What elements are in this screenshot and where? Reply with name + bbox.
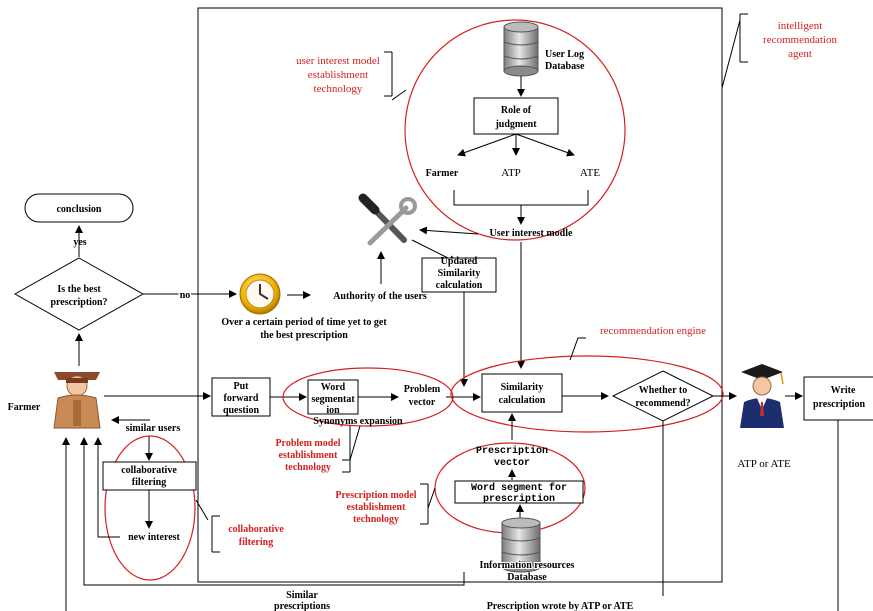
farmer-icon <box>53 372 101 429</box>
yes-label: yes <box>73 237 86 248</box>
presc-model-label-3: technology <box>353 514 399 525</box>
agent-label-1: intelligent <box>778 20 823 32</box>
problem-model-label-1: Problem model <box>275 438 340 449</box>
collab-filtering-ellipse <box>104 435 196 581</box>
roles-bracket <box>453 190 589 206</box>
put-forward-label-3: question <box>223 405 260 416</box>
user-model-label-2: establishment <box>308 69 369 81</box>
problem-model-label-3: technology <box>285 462 331 473</box>
rec-engine-label: recommendation engine <box>600 325 706 337</box>
problem-model-bracket <box>342 425 361 473</box>
user-model-label-1: user interest model <box>296 55 380 67</box>
sim-calc-label-1: Similarity <box>501 382 544 393</box>
decision-diamond <box>13 257 145 331</box>
problem-vector-label-1: Problem <box>404 384 441 395</box>
user-log-db-label-2: Database <box>545 61 585 72</box>
user-model-label-3: technology <box>314 83 363 95</box>
role-label-1: Role of <box>501 105 532 116</box>
clock-icon <box>239 273 281 315</box>
similar-users-label: similar users <box>126 423 181 434</box>
new-interest-label: new interest <box>128 532 180 543</box>
updated-label-2: Similarity <box>438 268 481 279</box>
recommendation-engine-ellipse <box>450 355 724 433</box>
role-atp: ATP <box>501 167 521 179</box>
word-seg-label-2: segmentat <box>311 394 355 405</box>
cf-box-label-1: collaborative <box>121 465 177 476</box>
collab-filtering-box <box>102 461 197 491</box>
role-label-2: judgment <box>494 119 537 130</box>
user-interest-modle: User interest modle <box>490 228 574 239</box>
farmer-label: Farmer <box>8 402 41 413</box>
write-label-1: Write <box>831 385 856 396</box>
problem-vector-label-2: vector <box>409 397 436 408</box>
word-seg-label-1: Word <box>321 382 346 393</box>
no-label: no <box>180 290 191 301</box>
cf-label-2: filtering <box>239 537 273 548</box>
word-seg-presc-label-2: prescription <box>483 493 555 505</box>
presc-wrote-label: Prescription wrote by ATP or ATE <box>487 601 634 611</box>
agent-bracket <box>721 13 748 89</box>
arrow-role-ate <box>515 133 575 157</box>
word-seg-label-3: ion <box>326 405 340 416</box>
agent-label-3: agent <box>788 48 812 60</box>
word-segmentation-box <box>307 379 359 415</box>
presc-model-bracket <box>420 483 436 525</box>
updated-similarity-box <box>421 257 497 293</box>
role-farmer: Farmer <box>426 168 459 179</box>
whether-label-2: recommend? <box>635 398 690 409</box>
atp-or-ate-label: ATP or ATE <box>737 458 791 470</box>
expert-icon <box>740 364 784 428</box>
decision-label-1: Is the best <box>57 284 101 295</box>
presc-vector-label-2: vector <box>494 458 530 469</box>
whether-diamond <box>611 370 715 422</box>
arrow-role-farmer <box>457 133 517 157</box>
authority-label: Authority of the users <box>333 291 427 302</box>
info-db-label-2: Database <box>507 572 547 583</box>
presc-vector-label-1: Prescription <box>476 445 548 457</box>
tools-icon <box>358 193 417 246</box>
decision-label-2: prescription? <box>50 297 107 308</box>
problem-model-label-2: establishment <box>279 450 339 461</box>
conclusion-node <box>24 193 134 223</box>
user-log-database-icon <box>503 21 539 77</box>
write-label-2: prescription <box>813 399 865 410</box>
user-log-db-label-1: User Log <box>545 49 584 60</box>
cf-label-1: collaborative <box>228 524 284 535</box>
role-ate: ATE <box>580 167 600 179</box>
arrow-new-to-farmer <box>94 437 120 538</box>
sim-calc-label-2: calculation <box>499 395 546 406</box>
similar-presc-label-1: Similar <box>286 590 318 601</box>
put-forward-label-1: Put <box>234 381 250 392</box>
arrow-interest-to-tools <box>419 226 479 235</box>
info-database-icon <box>501 517 541 573</box>
agent-boundary <box>197 7 723 583</box>
put-forward-box <box>211 377 271 417</box>
conclusion-label: conclusion <box>56 204 101 215</box>
whether-label-1: Whether to <box>639 385 687 396</box>
role-of-judgment-box <box>473 97 559 135</box>
user-interest-model-circle <box>404 19 626 241</box>
arrow-similar-prescriptions <box>80 437 465 586</box>
word-seg-presc-label-1: Word segment for <box>471 482 567 494</box>
put-forward-label-2: forward <box>224 393 259 404</box>
user-model-bracket <box>384 51 407 101</box>
overtime-label-2: the best prescription <box>260 330 348 341</box>
info-db-label-1: Information resources <box>480 560 575 571</box>
rec-engine-bracket <box>569 337 586 361</box>
cf-bracket <box>195 499 220 553</box>
similar-presc-label-2: prescriptions <box>274 601 330 611</box>
presc-model-label-1: Prescription model <box>335 490 416 501</box>
synonyms-label: Synonyms expansion <box>313 416 403 427</box>
presc-model-label-2: establishment <box>347 502 407 513</box>
updated-label-1: Updated <box>441 256 478 267</box>
cf-box-label-2: filtering <box>132 477 166 488</box>
overtime-label-1: Over a certain period of time yet to get <box>221 317 387 328</box>
updated-label-3: calculation <box>436 280 483 291</box>
similarity-calc-box <box>481 373 563 413</box>
agent-label-2: recommendation <box>763 34 837 46</box>
word-segment-prescription-box <box>454 480 584 504</box>
